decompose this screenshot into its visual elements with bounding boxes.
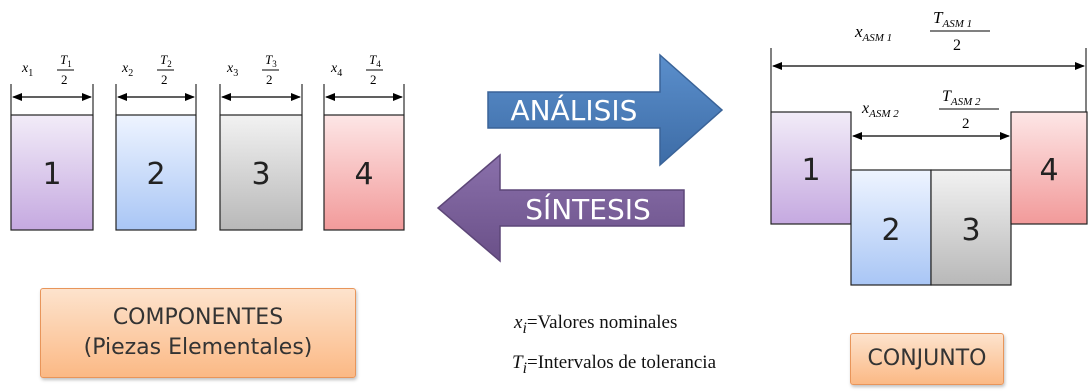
asm1-tol-den: 2: [953, 37, 961, 54]
piece-4-tol-num: T4: [369, 52, 381, 69]
assembly-block-4: [1010, 111, 1088, 225]
assembly-block-1: [770, 111, 852, 225]
piece-3-block: [219, 114, 303, 231]
assembly-block-2: [850, 169, 932, 286]
piece-3-label: 3: [251, 157, 270, 192]
synthesis-label: SÍNTESIS: [525, 192, 651, 226]
asm1-tol-num: TASM 1: [933, 8, 972, 30]
asm2-tol-den: 2: [962, 116, 970, 132]
synthesis-arrow: SÍNTESIS: [436, 153, 685, 263]
assembly-block-3: [930, 169, 1012, 286]
piece-4-tol-den: 2: [370, 72, 377, 87]
piece-2-tol-den: 2: [161, 72, 168, 87]
legend-t-text: =Intervalos de tolerancia: [526, 352, 717, 373]
piece-2-tol-num: T2: [160, 52, 172, 69]
legend-x-sub: i: [522, 319, 527, 337]
legend-nominal: xi=Valores nominales: [514, 312, 677, 338]
asm2-nominal: xASM 2: [861, 100, 899, 120]
piece-4-block: [323, 114, 405, 231]
piece-1-tol-den: 2: [61, 72, 68, 87]
assembly-caption-text: CONJUNTO: [867, 346, 987, 371]
piece-2-label: 2: [146, 157, 165, 192]
legend-t-sub: i: [522, 359, 527, 377]
components-caption: COMPONENTES (Piezas Elementales): [40, 288, 356, 378]
piece-1-tol-num: T1: [60, 52, 72, 69]
component-piece-3: x3 T3 2 3: [219, 52, 303, 231]
asm2-tol-num: TASM 2: [942, 88, 981, 108]
components-caption-line1: COMPONENTES: [112, 305, 284, 330]
assembly-outer-tolerance: xASM 1 TASM 1 2: [770, 8, 1087, 112]
piece-1-label: 1: [42, 157, 61, 192]
assembly-block-1-label: 1: [801, 153, 820, 188]
assembly-blocks: 1 2 3 4: [770, 111, 1088, 286]
assembly-inner-tolerance: xASM 2 TASM 2 2: [850, 88, 1012, 170]
piece-3-nominal: x3: [226, 61, 238, 79]
piece-4-label: 4: [354, 157, 373, 192]
analysis-arrow: ANÁLISIS: [487, 53, 724, 167]
assembly-block-3-label: 3: [961, 213, 980, 248]
legend-x-symbol: x: [514, 312, 523, 333]
component-piece-4: x4 T4 2 4: [323, 52, 405, 231]
legend-t-symbol: T: [512, 352, 523, 373]
components-caption-line2: (Piezas Elementales): [83, 335, 313, 360]
piece-3-tol-num: T3: [265, 52, 277, 69]
piece-3-tol-den: 2: [266, 72, 273, 87]
legend-tolerance: Ti=Intervalos de tolerancia: [512, 352, 716, 378]
assembly-caption: CONJUNTO: [850, 333, 1004, 385]
assembly-block-4-label: 4: [1039, 153, 1058, 188]
asm1-nominal: xASM 1: [854, 22, 892, 44]
component-piece-2: x2 T2 2 2: [115, 52, 197, 231]
piece-2-nominal: x2: [121, 61, 133, 79]
legend-x-text: =Valores nominales: [526, 312, 678, 333]
piece-4-nominal: x4: [330, 61, 342, 79]
component-piece-1: x1 T1 2 1: [10, 52, 94, 231]
piece-1-block: [10, 114, 94, 231]
assembly-block-2-label: 2: [881, 213, 900, 248]
piece-1-nominal: x1: [21, 61, 33, 79]
analysis-label: ANÁLISIS: [511, 93, 638, 127]
piece-2-block: [115, 114, 197, 231]
